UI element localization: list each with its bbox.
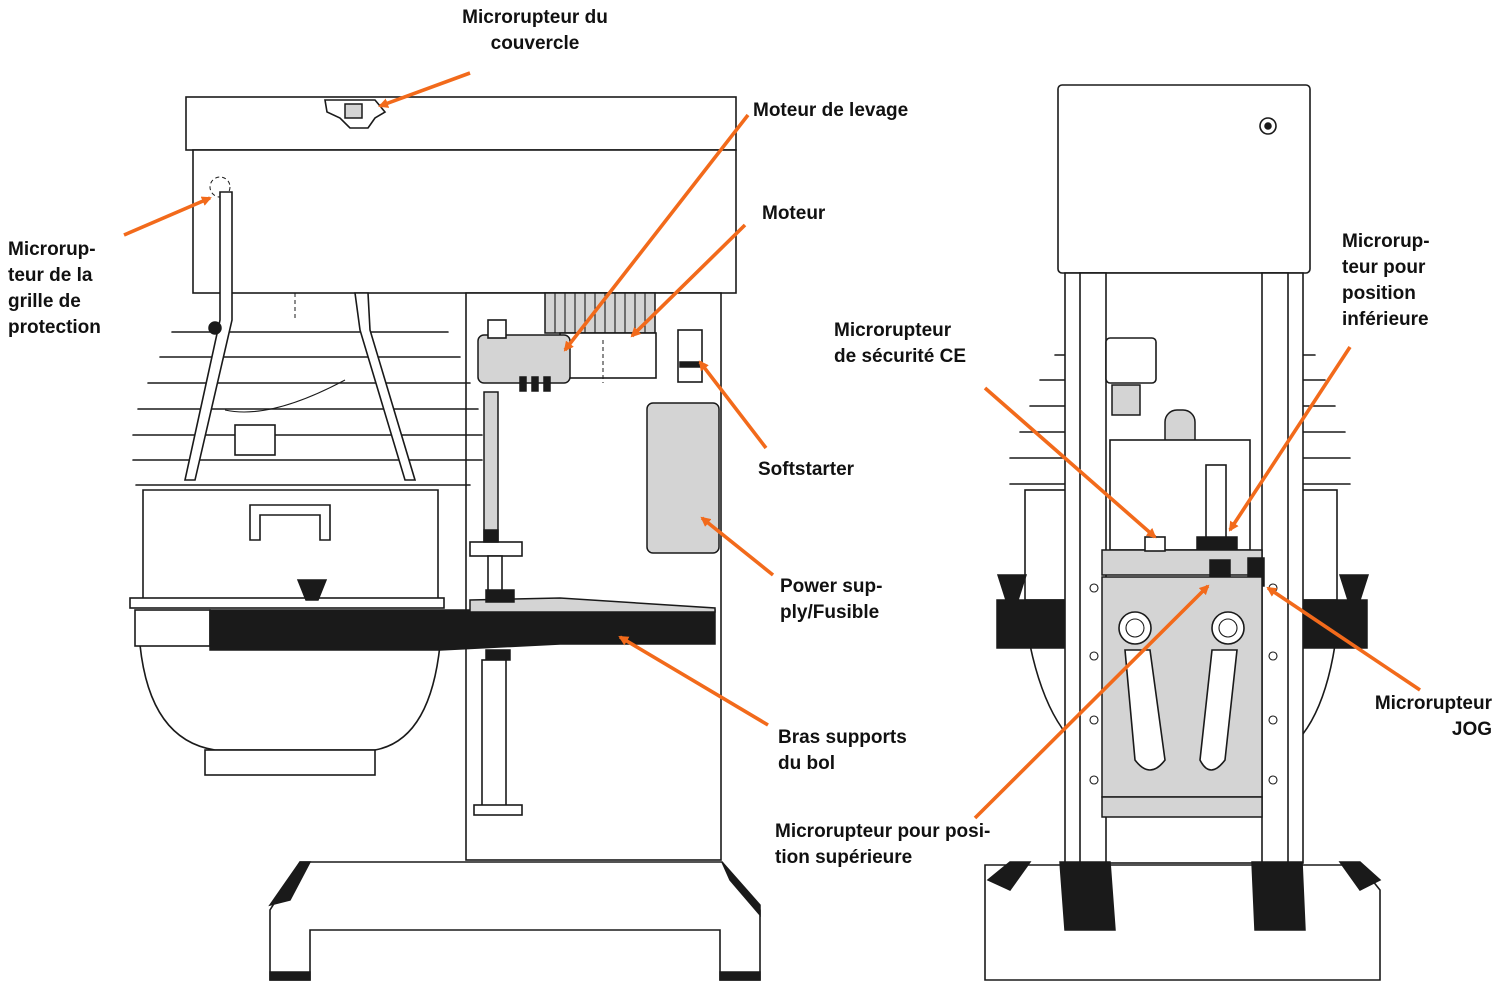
power-supply-box xyxy=(646,402,720,554)
arrow-lid-switch xyxy=(378,71,471,108)
lift-rod xyxy=(483,391,499,543)
label-bowl-arms: Bras supports du bol xyxy=(778,727,907,774)
arrow-softstarter xyxy=(698,360,768,450)
front-base xyxy=(984,864,1381,981)
label-lower-switch: Microrup- teur pour position inférieure xyxy=(1342,231,1430,330)
head-body xyxy=(192,149,737,294)
motor-fins xyxy=(544,292,656,334)
label-guard-switch: Microrup- teur de la grille de protectio… xyxy=(8,239,101,338)
arrow-jog-switch xyxy=(1266,586,1422,692)
motor-body xyxy=(559,332,657,379)
arrow-guard-switch xyxy=(123,196,212,237)
base xyxy=(269,861,761,981)
column-body xyxy=(465,292,722,861)
softstarter-box xyxy=(677,329,703,383)
label-ce-switch: Microrupteur de sécurité CE xyxy=(834,320,966,367)
arrow-upper-switch xyxy=(973,584,1210,820)
bowl-guard-rings xyxy=(132,331,483,486)
head-lid xyxy=(185,96,737,151)
label-lift-motor: Moteur de levage xyxy=(753,100,909,121)
label-softstarter: Softstarter xyxy=(758,459,855,480)
arrow-lower-switch xyxy=(1228,346,1352,532)
bowl-arm-left xyxy=(134,609,211,647)
label-lid-switch: Microrupteur du couvercle xyxy=(462,7,608,54)
side-view-mixer xyxy=(129,96,761,981)
label-power-supply: Power sup- ply/Fusible xyxy=(780,576,883,623)
label-upper-switch: Microrupteur pour posi- tion supérieure xyxy=(775,821,991,868)
arrow-lift-motor xyxy=(563,113,750,352)
label-motor: Moteur xyxy=(762,203,826,224)
front-head xyxy=(1057,84,1311,274)
lift-motor-body xyxy=(477,334,571,384)
label-jog-switch: Microrupteur JOG xyxy=(1374,693,1492,740)
arrow-ce-switch xyxy=(983,386,1157,539)
front-view-mixer xyxy=(984,84,1382,981)
arrow-power-supply xyxy=(700,516,775,577)
arrow-bowl-arms xyxy=(618,635,769,727)
bowl-arm xyxy=(209,609,716,651)
arrow-motor xyxy=(630,223,747,338)
callout-arrows xyxy=(123,71,1422,820)
